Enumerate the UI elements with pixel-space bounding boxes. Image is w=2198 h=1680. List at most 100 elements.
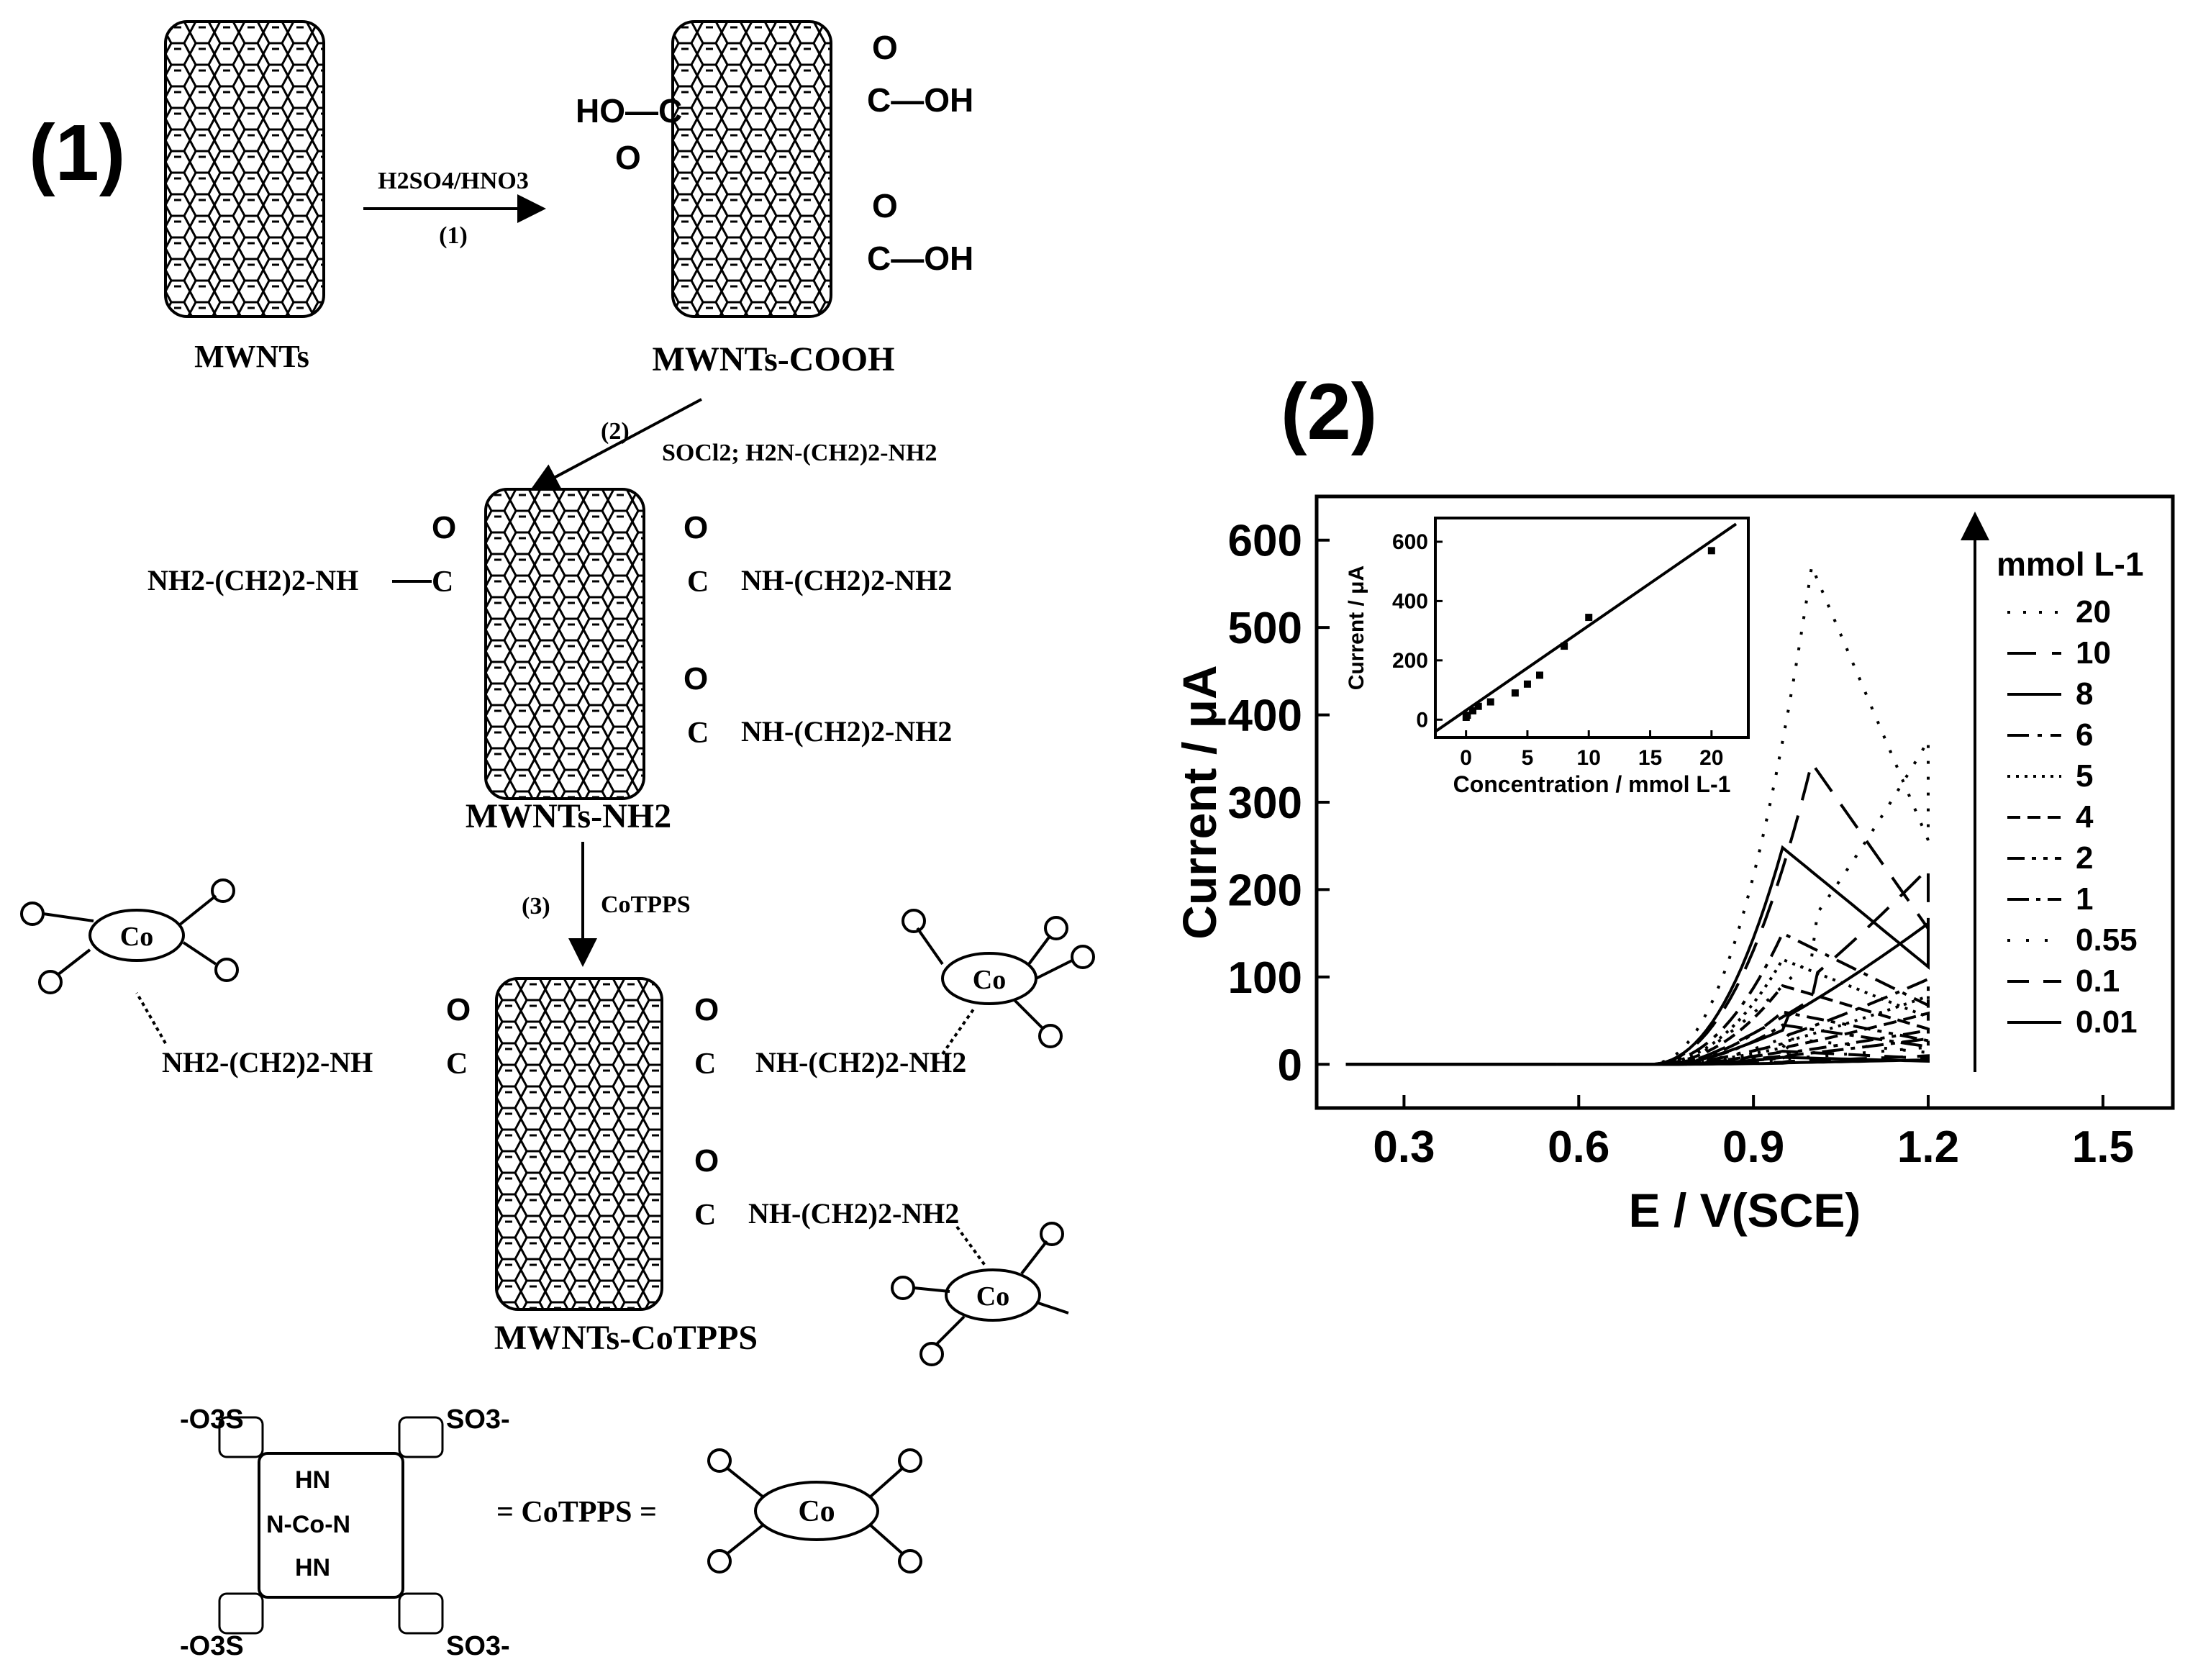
porphyrin-hn-top: HN: [295, 1466, 330, 1494]
oxygen-left-cotpps: O: [446, 992, 471, 1027]
oxygen-right-bottom: O: [872, 187, 898, 224]
carbon-right-bottom-cotpps: C: [694, 1199, 716, 1232]
carbon-left-nh2: C: [432, 566, 453, 599]
carboxyl-right-top: C—OH: [867, 81, 973, 119]
inset-x-tick-label: 5: [1522, 746, 1534, 770]
amide-chain-left-cotpps: NH2-(CH2)2-NH: [162, 1046, 373, 1079]
legend-entry-20: 20: [2076, 594, 2111, 630]
step-2-arrow: [530, 398, 702, 491]
inset-data-point: [1707, 547, 1715, 555]
porphyrin-hn-bottom: HN: [295, 1554, 330, 1581]
inset-data-point: [1561, 643, 1568, 650]
porphyrin-structure: [218, 1416, 444, 1635]
amide-chain-right-bottom-cotpps: NH-(CH2)2-NH2: [748, 1197, 959, 1230]
svg-text:Co: Co: [120, 922, 153, 952]
oxygen-right-bottom-nh2: O: [684, 661, 708, 696]
carbon-right-top-nh2: C: [687, 566, 709, 599]
legend-entry-1: 1: [2076, 881, 2093, 917]
oxygen-left-nh2: O: [432, 510, 456, 545]
inset-y-tick-label: 600: [1392, 530, 1428, 554]
step-2-number: (2): [601, 418, 630, 445]
legend-entry-8: 8: [2076, 676, 2093, 712]
inset-data-point: [1469, 707, 1477, 714]
legend-entry-0.55: 0.55: [2076, 922, 2138, 958]
cv-curve-10: [1345, 759, 1930, 1066]
inset-y-tick-label: 0: [1416, 708, 1428, 732]
main-x-axis-label: E / V(SCE): [1629, 1184, 1861, 1237]
legend-entry-0.01: 0.01: [2076, 1004, 2138, 1040]
sulfonate-bl: -O3S: [180, 1631, 244, 1661]
co-complex-top-left: Co: [20, 878, 239, 994]
main-y-tick-label: 300: [1228, 778, 1302, 828]
cotpps-equation: = CoTPPS =: [496, 1496, 657, 1529]
step-2-reagent: SOCl2; H2N-(CH2)2-NH2: [662, 440, 937, 466]
inset-y-tick-label: 400: [1392, 589, 1428, 613]
co-complex-bottom-right: Co: [891, 1222, 1069, 1366]
cv-curve-1: [1345, 1023, 1930, 1066]
oxygen-right-bottom-cotpps: O: [694, 1143, 719, 1179]
inset-data-point: [1536, 671, 1543, 679]
co-complex-legend: Co: [707, 1448, 922, 1574]
inset-data-point: [1463, 712, 1471, 719]
inset-x-axis-label: Concentration / mmol L-1: [1453, 771, 1731, 797]
sulfonate-tr: SO3-: [446, 1404, 510, 1435]
panel-1-label: (1): [29, 109, 125, 197]
amide-chain-right-top-cotpps: NH-(CH2)2-NH2: [755, 1046, 966, 1079]
amide-chain-left-nh2: NH2-(CH2)2-NH: [147, 564, 358, 596]
inset-x-tick-label: 10: [1577, 746, 1601, 770]
main-y-axis-label: Current / μA: [1173, 665, 1226, 939]
svg-text:Co: Co: [973, 965, 1006, 995]
amide-chain-right-top-nh2: NH-(CH2)2-NH2: [741, 564, 952, 596]
carbon-left-cotpps: C: [446, 1048, 468, 1081]
nanotube-mwnts-cotpps: [495, 977, 663, 1311]
step-1-reagent: H2SO4/HNO3: [378, 168, 529, 194]
cv-curve-4: [1345, 984, 1930, 1066]
main-x-tick-label: 1.2: [1897, 1122, 1959, 1172]
main-y-tick-label: 100: [1228, 953, 1302, 1003]
cv-curve-0.01: [1345, 1055, 1930, 1066]
main-x-tick-label: 0.6: [1548, 1122, 1609, 1172]
main-x-tick-label: 1.5: [2072, 1122, 2134, 1172]
main-x-tick-label: 0.3: [1373, 1122, 1435, 1172]
carboxyl-right-bottom: C—OH: [867, 240, 973, 277]
main-y-tick-label: 500: [1228, 604, 1302, 653]
inset-x-tick-label: 15: [1638, 746, 1662, 770]
legend-entry-2: 2: [2076, 840, 2093, 876]
legend-title: mmol L-1: [1997, 545, 2143, 583]
inset-fit-line: [1434, 522, 1738, 733]
oxygen-right-top-nh2: O: [684, 510, 708, 545]
legend-entry-0.1: 0.1: [2076, 963, 2120, 999]
cv-curve-8: [1345, 845, 1930, 1066]
label-mwnts-cotpps: MWNTs-CoTPPS: [494, 1319, 758, 1357]
legend-entry-4: 4: [2076, 799, 2094, 835]
legend-entry-5: 5: [2076, 758, 2093, 794]
inset-data-point: [1511, 689, 1519, 697]
sulfonate-br: SO3-: [446, 1631, 510, 1661]
nanotube-mwnts: [164, 20, 325, 318]
legend-entry-10: 10: [2076, 635, 2111, 671]
coordination-bond-top-right: [941, 1006, 976, 1055]
cv-curve-2: [1345, 1010, 1930, 1066]
inset-y-tick-label: 200: [1392, 649, 1428, 673]
main-y-tick-label: 400: [1228, 691, 1302, 741]
oxygen-left: O: [615, 139, 641, 176]
nanotube-mwnts-cooh: [671, 20, 832, 318]
svg-text:Co: Co: [976, 1281, 1009, 1312]
coordination-bond-top-left: [135, 992, 167, 1044]
sulfonate-tl: -O3S: [180, 1404, 244, 1435]
inset-plot-frame: [1434, 517, 1750, 739]
inset-data-point: [1486, 698, 1494, 706]
coordination-bond-bottom-right: [955, 1225, 987, 1268]
inset-data-point: [1474, 702, 1482, 710]
step-1-number: (1): [439, 222, 468, 249]
panel-2-label: (2): [1281, 368, 1377, 456]
inset-x-tick-label: 20: [1699, 746, 1723, 770]
oxygen-right-top: O: [872, 29, 898, 66]
porphyrin-core: N-Co-N: [266, 1511, 350, 1538]
main-y-tick-label: 200: [1228, 866, 1302, 915]
inset-y-axis-label: Current / μA: [1345, 566, 1368, 690]
oxygen-right-top-cotpps: O: [694, 992, 719, 1027]
